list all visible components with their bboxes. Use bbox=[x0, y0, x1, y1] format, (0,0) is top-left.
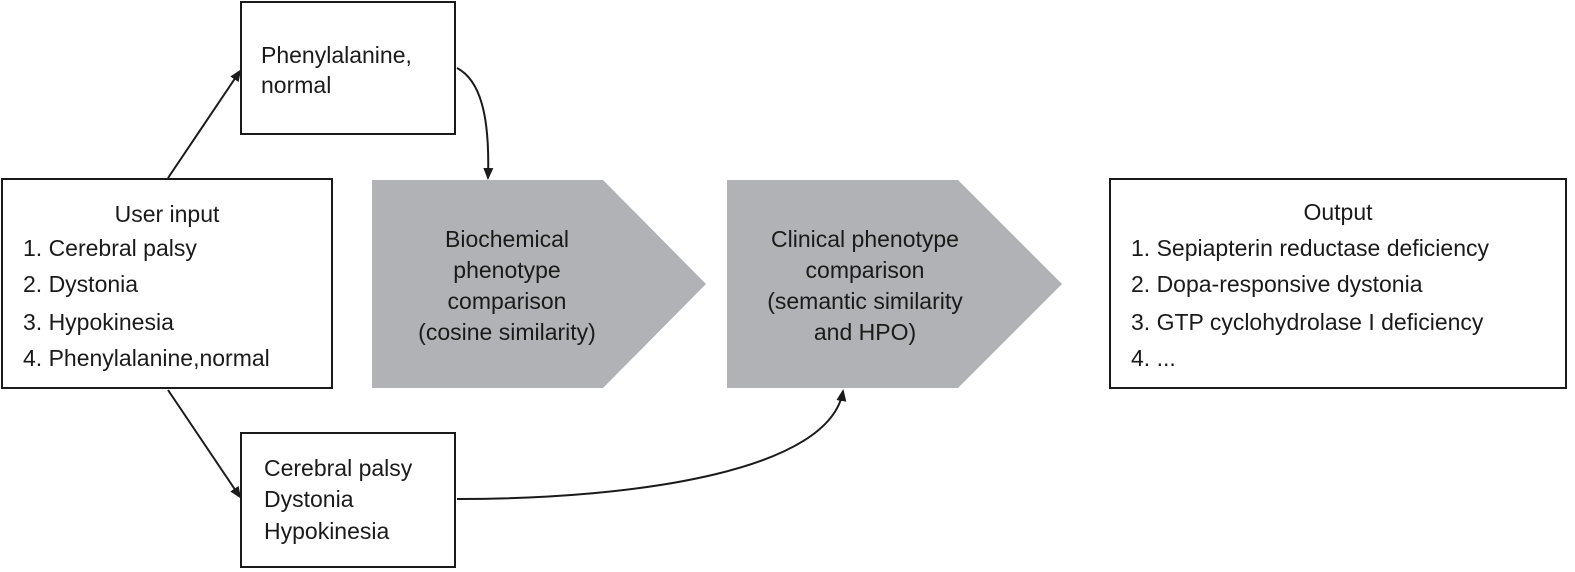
clinical-line: comparison bbox=[805, 257, 925, 283]
symptoms-line: Dystonia bbox=[264, 486, 354, 512]
user-input-item: 4. Phenylalanine,normal bbox=[23, 345, 270, 371]
clinical-chevron bbox=[727, 180, 1062, 388]
biochemical-label: Biochemical phenotype comparison (cosine… bbox=[382, 224, 632, 348]
user-input-item: 2. Dystonia bbox=[23, 271, 139, 297]
output-item: 2. Dopa-responsive dystonia bbox=[1131, 271, 1423, 297]
symptoms-box: Cerebral palsy Dystonia Hypokinesia bbox=[240, 432, 456, 568]
biochemical-line: Biochemical bbox=[445, 226, 569, 252]
biochemical-line: (cosine similarity) bbox=[418, 319, 596, 345]
arrow-input-to-phenylalanine bbox=[167, 69, 242, 179]
symptoms-line: Hypokinesia bbox=[264, 518, 390, 544]
output-item: 4. ... bbox=[1131, 345, 1176, 371]
output-item: 3. GTP cyclohydrolase I deficiency bbox=[1131, 309, 1484, 335]
biochemical-chevron bbox=[372, 180, 706, 388]
arrow-phenylalanine-to-biochemical bbox=[456, 67, 494, 180]
clinical-line: and HPO) bbox=[813, 319, 917, 345]
arrow-symptoms-to-clinical bbox=[456, 389, 847, 500]
biochemical-line: phenotype bbox=[453, 257, 561, 283]
phenylalanine-line-2: normal bbox=[261, 72, 332, 98]
clinical-line: Clinical phenotype bbox=[771, 226, 959, 252]
user-input-item: 3. Hypokinesia bbox=[23, 309, 174, 335]
arrow-input-to-symptoms bbox=[167, 389, 242, 499]
phenylalanine-box: Phenylalanine, normal bbox=[240, 1, 456, 135]
user-input-item: 1. Cerebral palsy bbox=[23, 235, 197, 261]
user-input-box: User input 1. Cerebral palsy 2. Dystonia… bbox=[1, 178, 333, 389]
phenylalanine-line-1: Phenylalanine, bbox=[261, 42, 412, 68]
output-item: 1. Sepiapterin reductase deficiency bbox=[1131, 235, 1489, 261]
clinical-label: Clinical phenotype comparison (semantic … bbox=[737, 224, 993, 348]
biochemical-line: comparison bbox=[447, 288, 567, 314]
clinical-line: (semantic similarity bbox=[767, 288, 963, 314]
output-title: Output bbox=[1303, 199, 1373, 225]
user-input-title: User input bbox=[114, 201, 220, 227]
output-box: Output 1. Sepiapterin reductase deficien… bbox=[1109, 178, 1567, 389]
symptoms-line: Cerebral palsy bbox=[264, 455, 413, 481]
